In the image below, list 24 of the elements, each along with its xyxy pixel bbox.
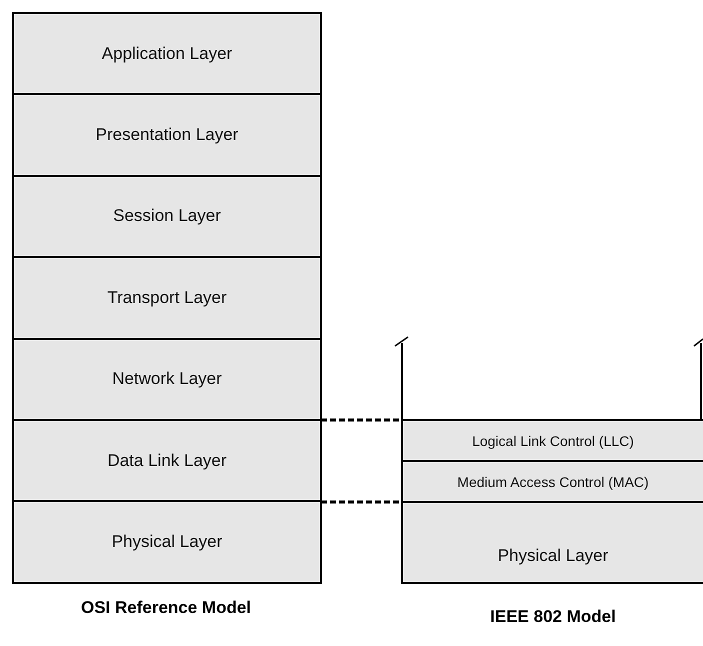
layer-box	[12, 12, 322, 96]
layer-box	[12, 500, 322, 584]
model-caption: IEEE 802 Model	[489, 606, 617, 628]
layer-box	[401, 419, 703, 462]
layer-label: Presentation Layer	[96, 125, 238, 146]
layer-box	[12, 256, 322, 340]
layer-label: Physical Layer	[498, 546, 608, 566]
layer-box	[12, 93, 322, 177]
dashed-connector	[321, 418, 402, 422]
layer-box	[12, 174, 322, 258]
layer-box	[12, 419, 322, 502]
layer-box	[401, 501, 703, 584]
layer-label: Transport Layer	[107, 288, 227, 308]
layer-label: Application Layer	[102, 44, 232, 64]
layer-label: Network Layer	[112, 369, 222, 390]
model-caption: OSI Reference Model	[80, 597, 252, 619]
layer-label: Medium Access Control (MAC)	[457, 474, 649, 490]
layer-box	[12, 338, 322, 421]
layer-label: Session Layer	[113, 206, 221, 226]
layer-box	[401, 460, 703, 503]
layer-label: Data Link Layer	[107, 450, 227, 471]
layer-label: Logical Link Control (LLC)	[472, 432, 634, 448]
dashed-connector	[321, 500, 402, 504]
layer-label: Physical Layer	[112, 532, 222, 552]
